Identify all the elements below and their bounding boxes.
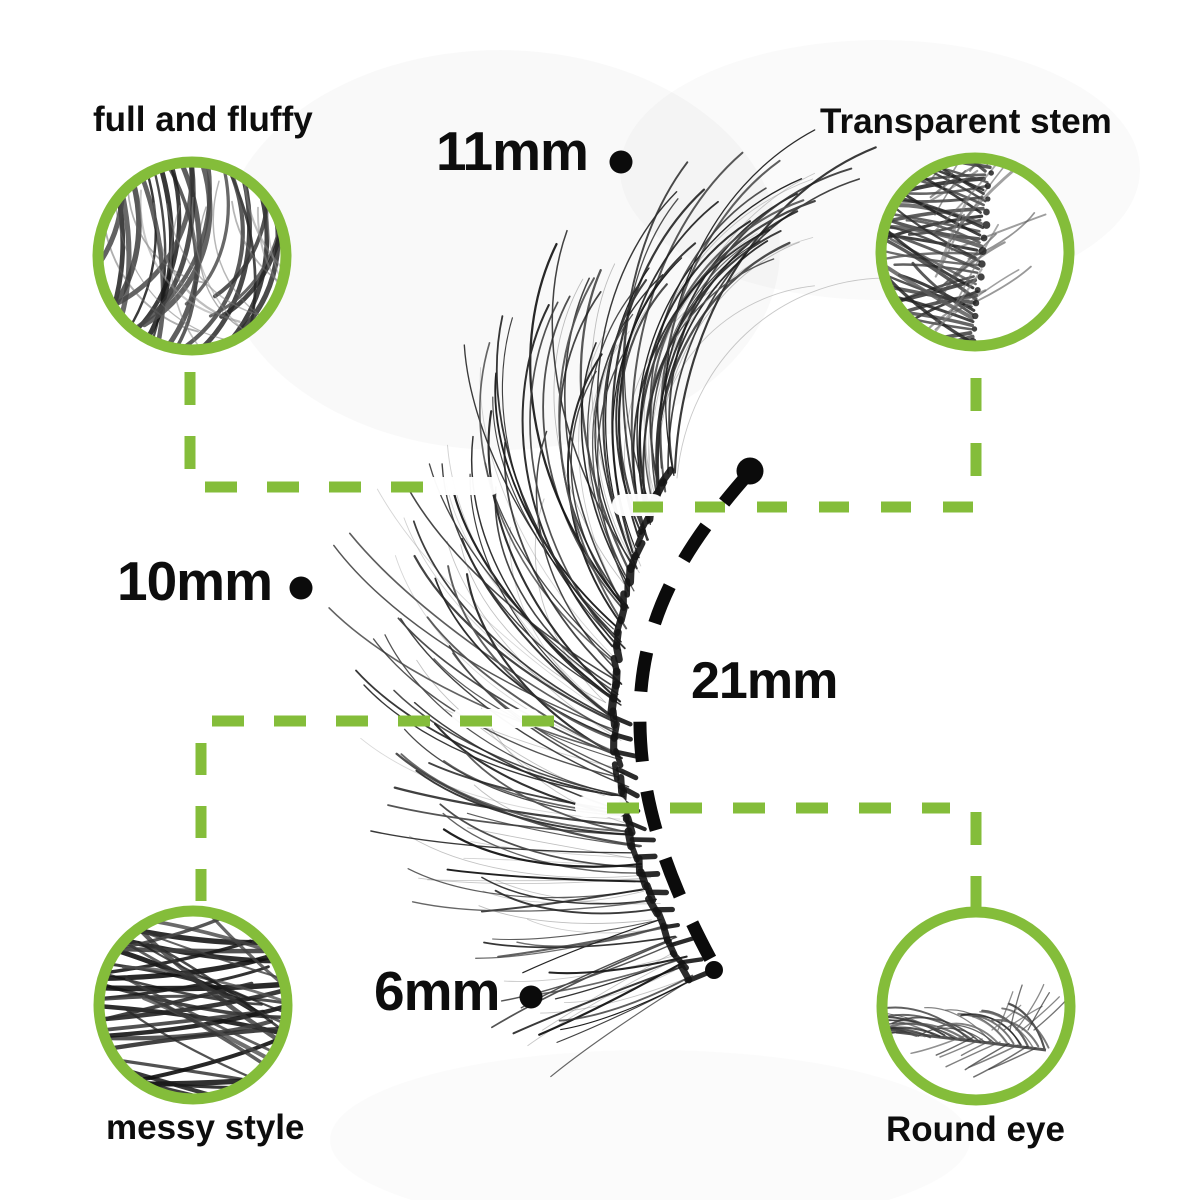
- inset-round-eye: [876, 906, 1076, 1106]
- callout-label-full-and-fluffy: full and fluffy: [93, 100, 313, 139]
- measurement-11mm: 11mm: [436, 120, 589, 182]
- dot-11mm: [609, 150, 633, 174]
- arc-start-dot: [736, 457, 764, 485]
- green-dashed-connectors: [184, 372, 982, 908]
- callout-label-messy-style: messy style: [106, 1108, 305, 1147]
- callout-label-round-eye: Round eye: [886, 1110, 1065, 1149]
- measurement-10mm: 10mm: [117, 550, 273, 612]
- measurement-dots: [289, 150, 633, 1009]
- messy-style-ring: [93, 905, 293, 1105]
- dot-6mm: [519, 985, 543, 1009]
- arc-21mm: [633, 457, 764, 979]
- measurement-6mm: 6mm: [374, 960, 500, 1022]
- round-eye-ring: [876, 906, 1076, 1106]
- inset-transparent-stem: [875, 152, 1075, 352]
- measurement-21mm: 21mm: [691, 652, 838, 710]
- arc-end-dot: [705, 961, 723, 979]
- full-and-fluffy-ring: [92, 156, 292, 356]
- dot-10mm: [289, 576, 313, 600]
- inset-messy-style: [93, 905, 293, 1105]
- callout-label-transparent-stem: Transparent stem: [820, 102, 1112, 141]
- main-lash-fan: [328, 129, 886, 1078]
- transparent-stem-ring: [875, 152, 1075, 352]
